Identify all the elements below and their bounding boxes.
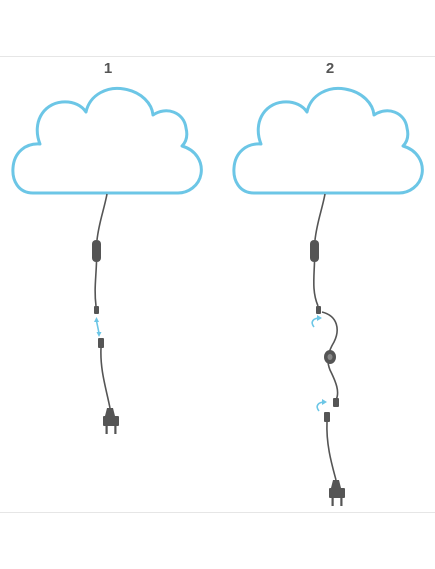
- inline-switch-2: [310, 240, 319, 262]
- connector-2-bottom: [324, 412, 330, 422]
- connect-arrow-icon: [94, 317, 102, 337]
- connector-2-top: [316, 306, 321, 314]
- connector-1-top: [94, 306, 99, 314]
- curved-arrow-2-icon: [316, 399, 327, 412]
- extension-switch: [324, 350, 336, 364]
- step-2-number: 2: [325, 60, 335, 77]
- curved-arrow-1-icon: [311, 315, 322, 328]
- power-plug-1-icon: [103, 408, 119, 434]
- connector-1-bottom: [98, 338, 104, 348]
- step-1-figure: [11, 86, 203, 434]
- step-1-number: 1: [103, 60, 113, 77]
- extension-connector: [333, 398, 339, 407]
- cloud-1-icon: [11, 86, 203, 195]
- cloud-2-icon: [232, 86, 424, 195]
- cable-1-upper: [96, 193, 108, 241]
- bottom-divider: [0, 512, 435, 513]
- top-divider: [0, 56, 435, 57]
- inline-switch-1: [92, 240, 101, 262]
- step-2-figure: [232, 86, 424, 506]
- power-plug-2-icon: [329, 480, 345, 506]
